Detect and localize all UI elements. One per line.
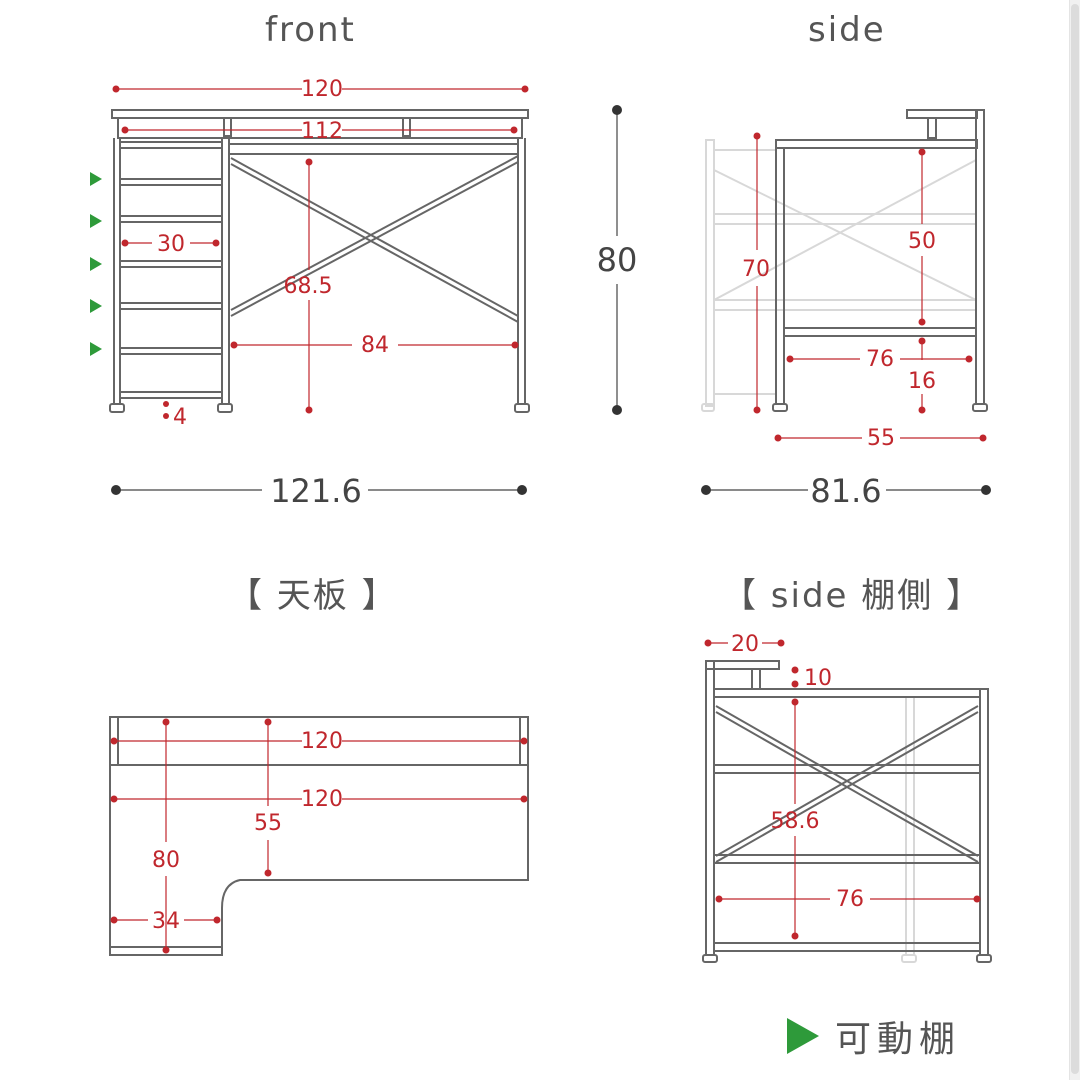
side-shelf-gap-10: 10 — [804, 666, 832, 691]
side-top-board — [775, 139, 978, 149]
movable-shelf-marker — [90, 299, 102, 313]
front-height-68-5: 68.5 — [284, 274, 333, 299]
front-gap-4: 4 — [173, 405, 187, 430]
front-bracket-right — [402, 117, 411, 137]
legend: 可動棚 — [785, 1012, 961, 1060]
front-width-120: 120 — [301, 77, 343, 102]
side-view-title: side — [808, 10, 886, 50]
top-board-front-120: 120 — [301, 787, 343, 812]
side-overall-depth: 81.6 — [810, 472, 881, 510]
front-cross-brace — [230, 157, 519, 317]
movable-shelf-marker — [90, 342, 102, 356]
top-board-view: 120 120 80 55 34 — [109, 716, 529, 956]
page-scrollbar[interactable] — [1069, 0, 1080, 1080]
side-shelf-front-post — [705, 660, 715, 956]
side-depth-76: 76 — [866, 347, 894, 372]
front-bay-rail — [228, 143, 519, 155]
top-board-back-120: 120 — [301, 729, 343, 754]
side-shelf-height-58-6: 58.6 — [771, 809, 820, 834]
front-overall-width: 121.6 — [270, 472, 362, 510]
side-shelf-title: 【 side 棚側 】 — [722, 576, 983, 616]
movable-shelf-legend-icon — [787, 1018, 819, 1054]
side-shelf-back-post — [979, 688, 989, 956]
front-shelf — [119, 302, 223, 310]
front-shelf — [119, 215, 223, 223]
scrollbar-thumb[interactable] — [1071, 4, 1079, 1074]
overall-height-80: 80 — [597, 241, 638, 279]
side-back-post — [975, 109, 985, 405]
side-lower-shelf — [783, 327, 977, 337]
top-board-title: 【 天板 】 — [228, 576, 398, 616]
side-base-55: 55 — [867, 426, 895, 451]
top-board-depth-80: 80 — [152, 848, 180, 873]
front-top-board — [111, 109, 529, 119]
front-view: 120 112 30 68.5 84 — [90, 77, 530, 510]
front-shelf-30: 30 — [157, 232, 185, 257]
side-top-shelf — [906, 109, 978, 119]
front-bracket-left — [223, 117, 232, 137]
front-foot — [109, 403, 125, 413]
movable-shelf-marker — [90, 172, 102, 186]
movable-shelf-marker — [90, 257, 102, 271]
front-view-title: front — [265, 10, 356, 50]
front-bay-84: 84 — [361, 333, 389, 358]
side-height-16: 16 — [908, 369, 936, 394]
side-shelf-top-20: 20 — [731, 632, 759, 657]
top-board-notch-34: 34 — [152, 909, 180, 934]
side-shelf-depth-76: 76 — [836, 887, 864, 912]
front-shelf — [119, 347, 223, 355]
front-shelf — [119, 391, 223, 399]
side-front-post — [775, 147, 785, 405]
legend-label: 可動棚 — [835, 1019, 962, 1060]
front-foot — [217, 403, 233, 413]
side-height-50: 50 — [908, 229, 936, 254]
front-shelf — [119, 178, 223, 186]
side-shelf-view: 20 10 58.6 76 — [702, 632, 992, 963]
movable-shelf-marker — [90, 214, 102, 228]
front-top-rail — [117, 117, 523, 139]
front-width-112: 112 — [301, 119, 343, 144]
front-foot — [514, 403, 530, 413]
overall-height: 80 — [597, 105, 638, 415]
top-board-outline — [109, 716, 529, 956]
side-view: 70 50 76 16 55 — [701, 109, 991, 510]
front-shelf — [119, 141, 223, 149]
front-shelf — [119, 260, 223, 268]
side-height-70: 70 — [742, 257, 770, 282]
side-shelf-top — [705, 660, 780, 670]
top-board-depth-55: 55 — [254, 811, 282, 836]
